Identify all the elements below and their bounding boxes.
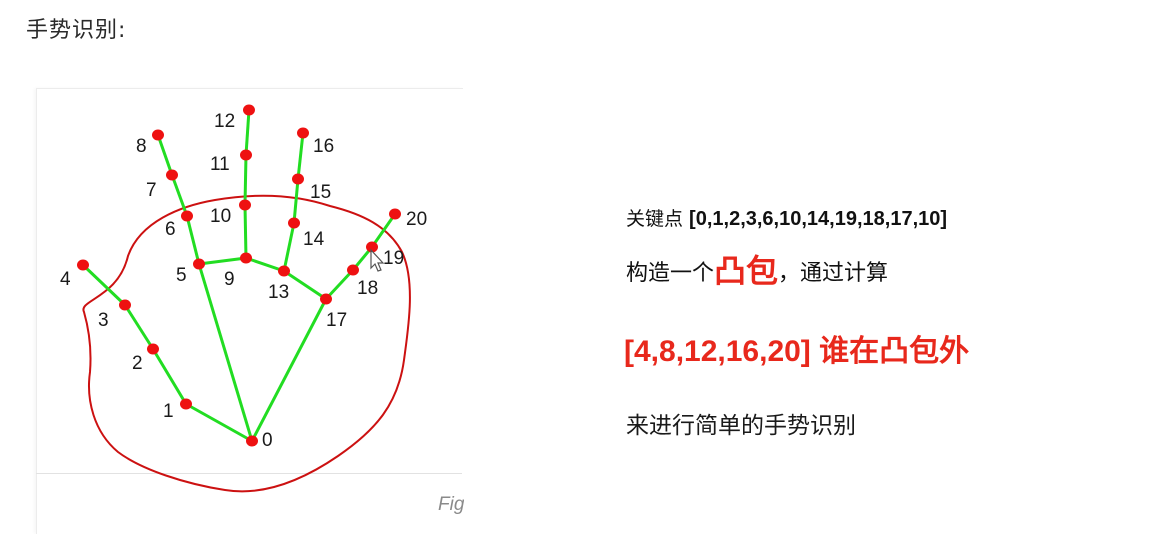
keypoint-5 bbox=[193, 258, 205, 270]
keypoint-13 bbox=[278, 265, 290, 277]
keypoint-list-line: 关键点 [0,1,2,3,6,10,14,19,18,17,10] bbox=[626, 204, 947, 231]
page-heading: 手势识别: bbox=[26, 18, 127, 43]
keypoint-11 bbox=[240, 149, 252, 161]
keypoint-2 bbox=[147, 343, 159, 355]
fingertip-check-suffix: 谁在凸包外 bbox=[819, 334, 970, 369]
hull-suffix: ，通过计算 bbox=[778, 261, 889, 286]
keypoint-15 bbox=[292, 173, 304, 185]
bone-0-1 bbox=[185, 402, 253, 443]
keypoint-10 bbox=[239, 199, 251, 211]
bone-13-17 bbox=[283, 269, 327, 301]
convex-hull-curve bbox=[82, 194, 411, 493]
keypoint-17 bbox=[320, 293, 332, 305]
bone-10-11 bbox=[243, 154, 248, 206]
keypoint-label-1: 1 bbox=[163, 401, 174, 422]
bone-3-4 bbox=[81, 263, 127, 307]
bone-5-6 bbox=[185, 215, 201, 265]
keypoint-3 bbox=[119, 299, 131, 311]
keypoint-label-11: 11 bbox=[210, 154, 230, 175]
keypoint-label-2: 2 bbox=[132, 353, 143, 374]
bone-11-12 bbox=[244, 109, 251, 156]
keypoint-label-20: 20 bbox=[406, 209, 427, 230]
keypoint-19 bbox=[366, 241, 378, 253]
gesture-recognition-line: 来进行简单的手势识别 bbox=[626, 413, 856, 439]
keypoint-0 bbox=[246, 435, 258, 447]
keypoint-label-17: 17 bbox=[326, 310, 347, 331]
hand-joints bbox=[77, 104, 401, 447]
keypoint-16 bbox=[297, 127, 309, 139]
keypoint-18 bbox=[347, 264, 359, 276]
keypoint-20 bbox=[389, 208, 401, 220]
keypoint-4 bbox=[77, 259, 89, 271]
bone-1-2 bbox=[151, 348, 188, 405]
hand-figure-card bbox=[36, 88, 463, 534]
bone-2-3 bbox=[123, 304, 155, 350]
bone-9-13 bbox=[245, 256, 285, 273]
keypoint-9 bbox=[240, 252, 252, 264]
bone-14-15 bbox=[292, 178, 300, 224]
hull-highlight: 凸包 bbox=[714, 252, 779, 290]
bone-0-17 bbox=[250, 298, 328, 442]
convex-hull-line: 构造一个凸包，通过计算 bbox=[626, 246, 888, 292]
fingertip-check-line: [4,8,12,16,20] 谁在凸包外 bbox=[624, 326, 969, 370]
fingertip-list: [4,8,12,16,20] bbox=[624, 335, 820, 368]
keypoint-label-7: 7 bbox=[146, 180, 157, 201]
keypoint-label-9: 9 bbox=[224, 269, 235, 290]
keypoint-14 bbox=[288, 217, 300, 229]
bone-19-20 bbox=[370, 213, 397, 248]
keypoint-7 bbox=[166, 169, 178, 181]
figure-divider bbox=[36, 473, 462, 474]
keypoint-label-19: 19 bbox=[383, 248, 404, 269]
mouse-cursor-icon bbox=[370, 248, 385, 272]
keypoint-1 bbox=[180, 398, 192, 410]
keypoint-list: [0,1,2,3,6,10,14,19,18,17,10] bbox=[689, 208, 948, 230]
keypoint-label-4: 4 bbox=[60, 269, 71, 290]
bone-0-5 bbox=[197, 263, 254, 442]
keypoint-8 bbox=[152, 129, 164, 141]
keypoint-label-13: 13 bbox=[268, 282, 289, 303]
keypoint-list-prefix: 关键点 bbox=[626, 208, 690, 230]
keypoint-label-15: 15 bbox=[310, 182, 331, 203]
bone-17-18 bbox=[324, 268, 355, 301]
keypoint-12 bbox=[243, 104, 255, 116]
keypoint-label-0: 0 bbox=[262, 430, 273, 451]
bone-13-14 bbox=[282, 222, 296, 272]
bone-7-8 bbox=[156, 134, 174, 176]
keypoint-label-3: 3 bbox=[98, 310, 109, 331]
figure-caption: Fig bbox=[438, 494, 464, 515]
convex-hull-outline bbox=[82, 194, 411, 493]
keypoint-label-14: 14 bbox=[303, 229, 325, 250]
keypoint-label-5: 5 bbox=[176, 265, 187, 286]
keypoint-label-18: 18 bbox=[357, 278, 378, 299]
hull-prefix: 构造一个 bbox=[626, 261, 715, 286]
keypoint-label-16: 16 bbox=[313, 136, 334, 157]
bone-6-7 bbox=[170, 174, 189, 217]
hand-bones bbox=[81, 109, 397, 443]
keypoint-label-8: 8 bbox=[136, 136, 147, 157]
bone-9-10 bbox=[243, 204, 248, 259]
bone-5-9 bbox=[198, 256, 247, 266]
keypoint-6 bbox=[181, 210, 193, 222]
bone-15-16 bbox=[296, 132, 305, 180]
keypoint-label-12: 12 bbox=[214, 111, 235, 132]
keypoint-label-6: 6 bbox=[165, 219, 176, 240]
keypoint-label-10: 10 bbox=[210, 206, 231, 227]
